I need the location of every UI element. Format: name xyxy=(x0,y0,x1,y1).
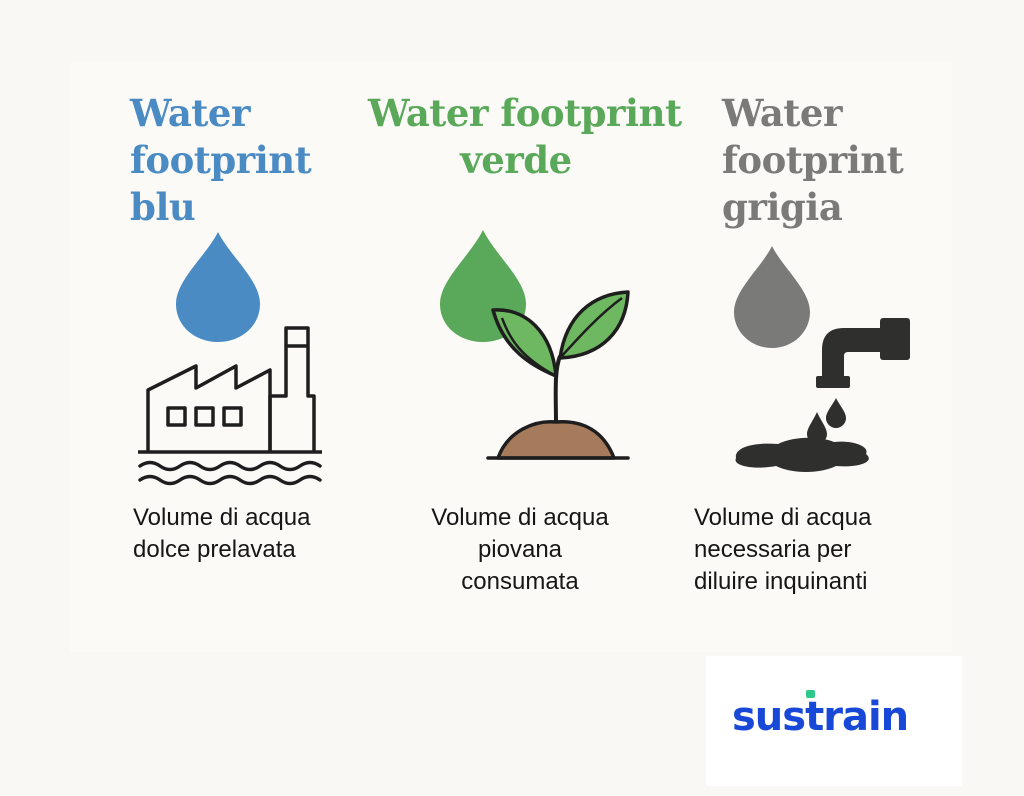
water-drop-icon xyxy=(176,232,260,342)
description-line: diluire inquinanti xyxy=(694,568,868,595)
green-footprint-description: Volume di acqua piovana consumata xyxy=(408,502,632,598)
water-waves-icon xyxy=(138,460,322,486)
green-footprint-title: Water footprint verde xyxy=(368,90,682,184)
description-line: Volume di acqua xyxy=(694,504,872,531)
description-line: necessaria per xyxy=(694,536,852,563)
title-line: blu xyxy=(130,185,196,229)
logo-text-accent: t xyxy=(805,694,824,740)
description-line: piovana xyxy=(477,536,563,563)
water-drop-icon xyxy=(734,246,810,348)
infographic-panel xyxy=(70,62,952,652)
seedling-icon xyxy=(491,290,630,425)
grey-footprint-description: Volume di acqua necessaria per diluire i… xyxy=(694,502,871,598)
description-line: Volume di acqua xyxy=(431,504,609,531)
logo-text-start: sus xyxy=(732,694,806,740)
description-line: Volume di acqua xyxy=(133,504,311,531)
soil-mound-icon xyxy=(486,420,630,460)
dripping-drops-icon xyxy=(807,398,846,444)
title-line: footprint xyxy=(130,138,312,182)
title-line: Water footprint xyxy=(368,91,682,135)
title-line: verde xyxy=(460,138,572,182)
logo-accent-letter: t xyxy=(805,690,824,740)
title-line: grigia xyxy=(722,185,843,229)
title-line: Water xyxy=(722,91,842,135)
title-line: Water xyxy=(130,91,250,135)
polluted-puddle-icon xyxy=(735,437,869,472)
logo-container xyxy=(706,656,962,786)
description-line: dolce prelavata xyxy=(133,536,296,563)
blue-footprint-title: Water footprint blu xyxy=(130,90,312,231)
drain-pipe-icon xyxy=(816,318,910,388)
title-line: footprint xyxy=(722,138,904,182)
blue-footprint-description: Volume di acqua dolce prelavata xyxy=(133,502,310,566)
description-line: consumata xyxy=(461,568,579,595)
factory-icon xyxy=(138,326,322,454)
grey-footprint-title: Water footprint grigia xyxy=(722,90,904,231)
logo-accent-mark xyxy=(806,690,816,698)
logo-text-end: rain xyxy=(823,694,909,740)
